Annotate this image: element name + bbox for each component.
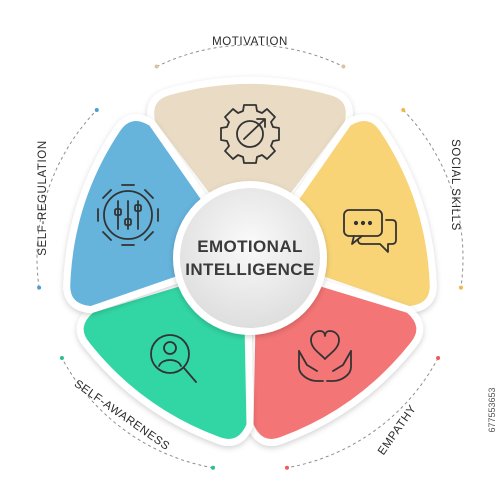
dashed-arc-empathy (286, 357, 439, 469)
dashed-arc-self-regulation (36, 109, 98, 288)
label-social-skills: SOCIAL SKILLS (449, 139, 461, 231)
center-title-line1: EMOTIONAL (197, 237, 303, 256)
arc-end-dot-motivation-end (341, 64, 346, 69)
arc-end-dot-empathy-start (436, 355, 441, 360)
dashed-arc-motivation (156, 44, 344, 68)
heart-in-hands-icon (298, 330, 352, 382)
outer-dashed-ring (36, 44, 464, 470)
arc-end-dot-self-awareness-end (59, 355, 64, 360)
label-self-regulation: SELF-REGULATION (37, 140, 49, 256)
gear-arrow-icon (220, 104, 280, 164)
arc-end-dot-social-skills-start (401, 108, 406, 113)
segment-motivation (147, 76, 353, 212)
arc-end-dot-empathy-end (284, 465, 289, 470)
center-hub: EMOTIONAL INTELLIGENCE (173, 181, 327, 335)
dashed-arc-self-awareness (61, 357, 214, 469)
center-title-line2: INTELLIGENCE (185, 260, 314, 279)
label-motivation: MOTIVATION (212, 36, 288, 48)
dashed-arc-social-skills (402, 109, 464, 288)
stock-id-text: 677553653 (487, 387, 497, 432)
arc-end-dot-motivation-start (154, 64, 159, 69)
arc-end-dot-self-regulation-start (37, 285, 42, 290)
arc-end-dot-self-awareness-start (211, 465, 216, 470)
person-magnifier-icon (150, 334, 197, 383)
arc-end-dot-self-regulation-end (94, 108, 99, 113)
chat-bubbles-icon (343, 209, 397, 253)
center-circle (180, 188, 320, 328)
gear-sliders-icon (97, 184, 159, 246)
arc-end-dot-social-skills-end (458, 285, 463, 290)
